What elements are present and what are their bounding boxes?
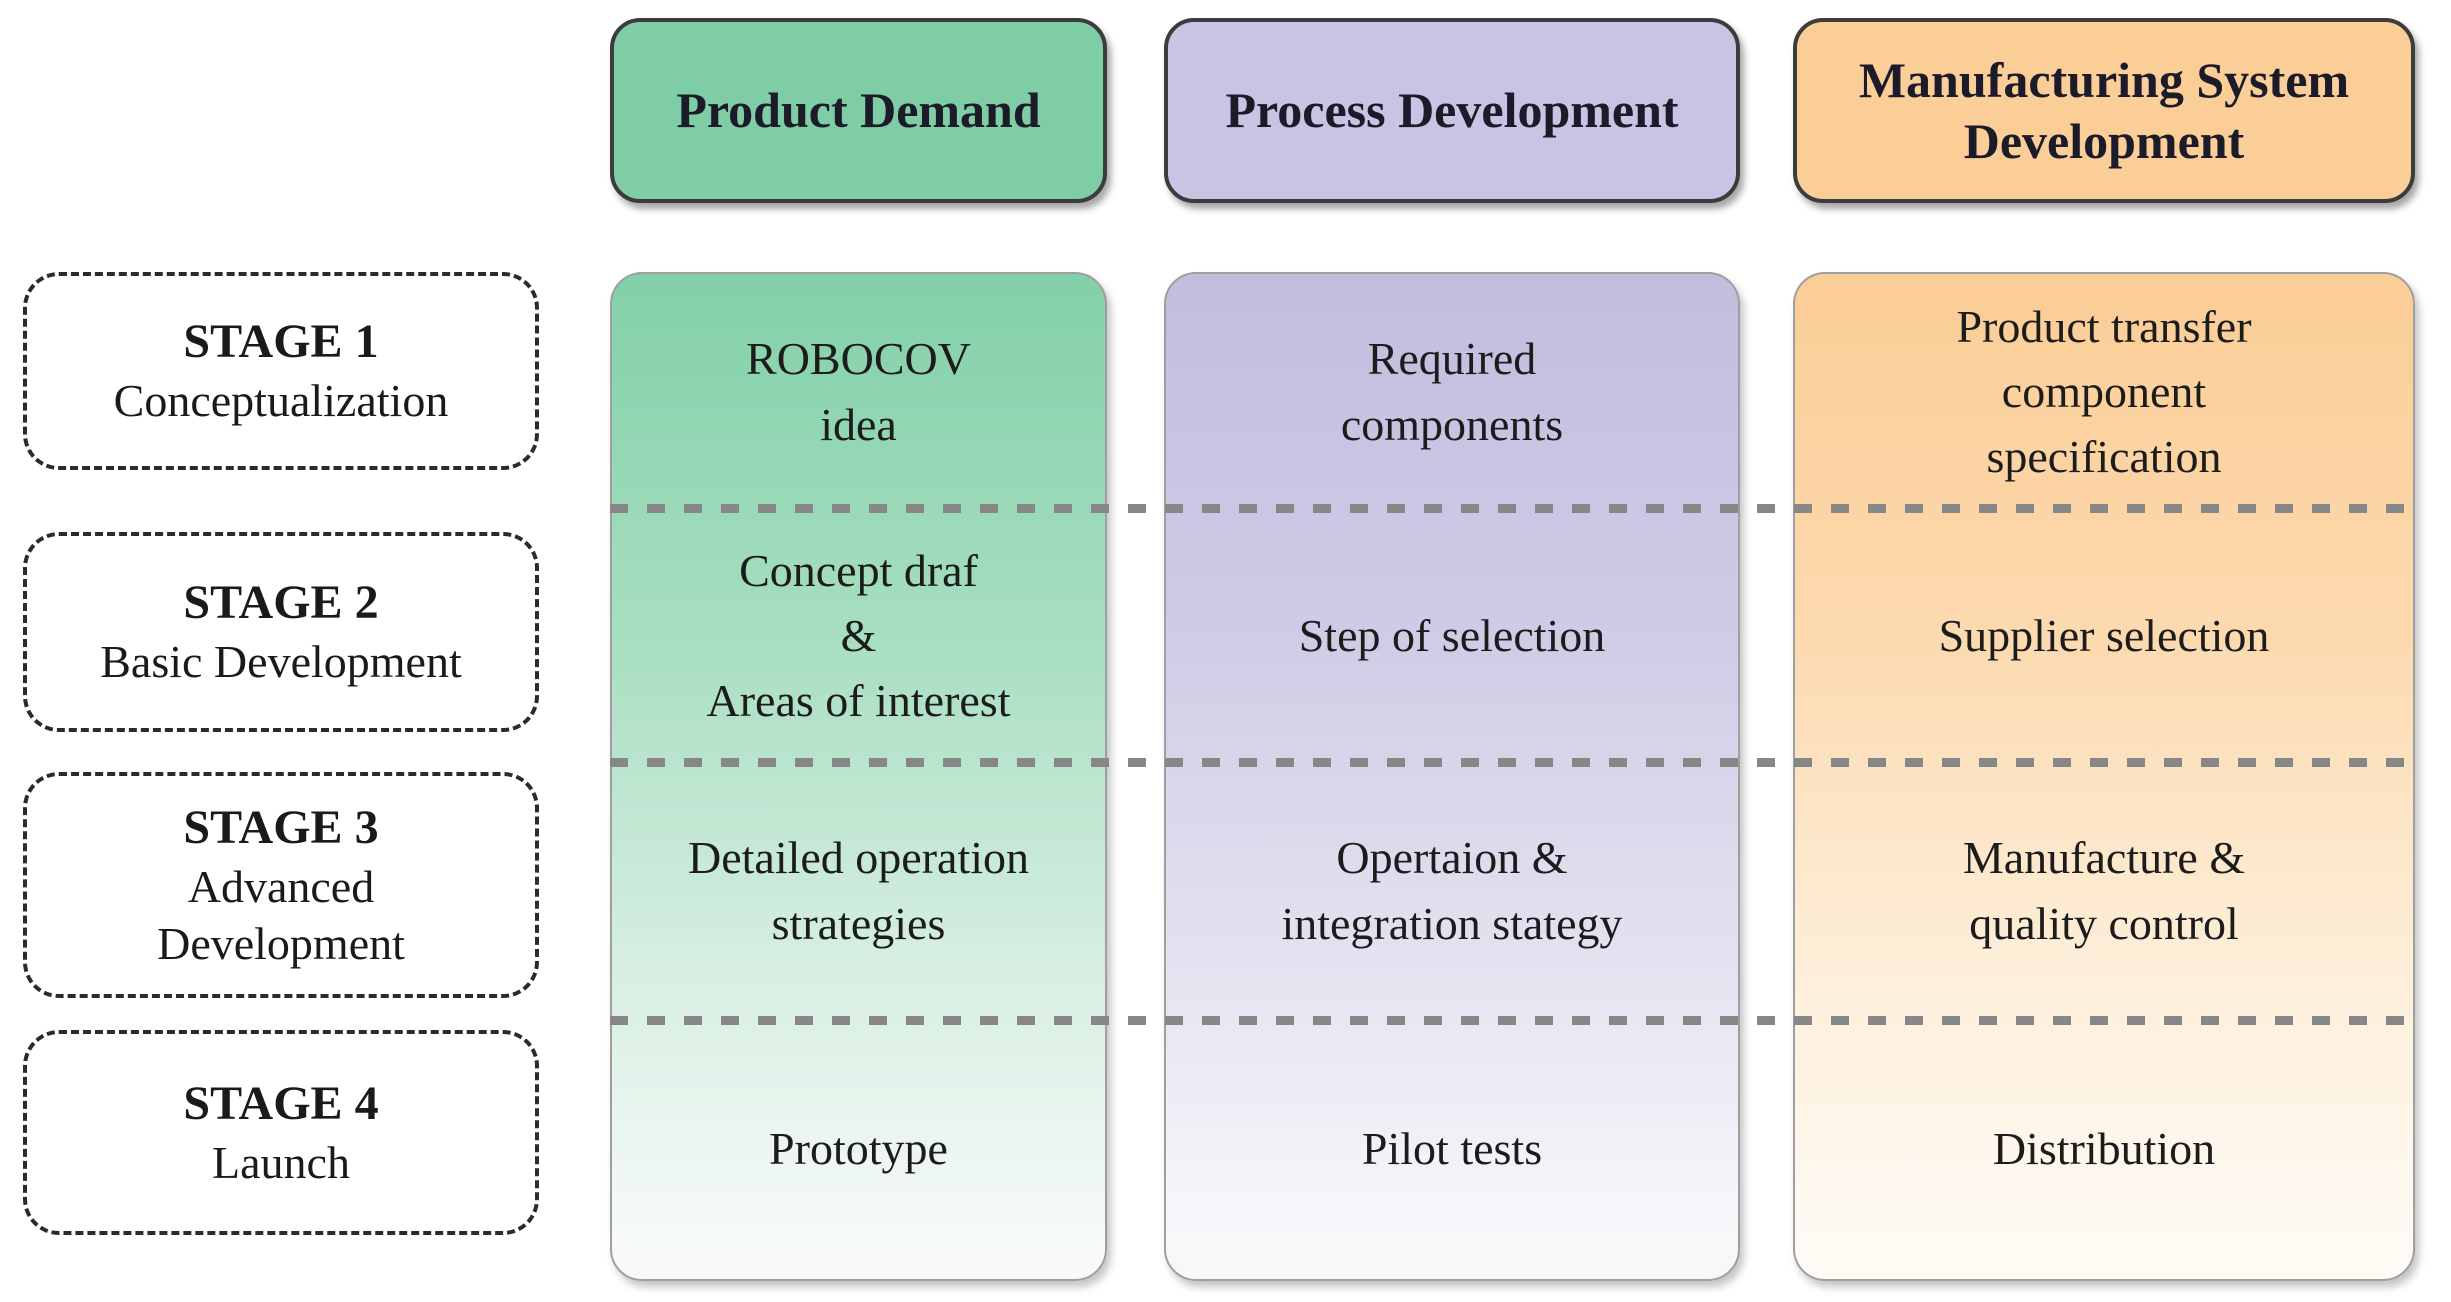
stage-separator-line-1 [610,504,2415,513]
column-product-demand: ROBOCOV idea Concept draf & Areas of int… [610,272,1107,1281]
column-header-manufacturing-system-development: Manufacturing System Development [1793,18,2415,203]
cell-product-demand-stage-1: ROBOCOV idea [746,333,971,450]
cell-product-demand-stage-3: Detailed operation strategies [687,832,1030,949]
column-header-product-demand: Product Demand [610,18,1107,203]
stage-box-2: STAGE 2 Basic Development [23,532,539,732]
cell-product-demand-stage-4: Prototype [769,1123,948,1175]
cell-product-demand-stage-2: Concept draf & Areas of interest [706,544,1011,727]
column-header-process-development: Process Development [1164,18,1740,203]
cell-process-development-stage-4: Pilot tests [1361,1123,1543,1175]
cell-process-development-stage-2: Step of selection [1298,609,1606,661]
cell-process-development-stage-3: Opertaion & integration stategy [1281,832,1623,949]
cell-process-development-stage-1: Required components [1340,333,1564,450]
stage-box-3: STAGE 3 Advanced Development [23,772,539,998]
stage-box-4: STAGE 4 Launch [23,1030,539,1235]
cell-manufacturing-stage-3: Manufacture & quality control [1962,832,2246,949]
stage-4-subtitle: Launch [212,1136,350,1188]
stage-1-subtitle: Conceptualization [113,375,449,427]
stage-3-title: STAGE 3 [183,800,379,854]
stage-2-title: STAGE 2 [183,576,379,630]
stage-separator-line-2 [610,758,2415,767]
column-process-development: Required components Step of selection Op… [1164,272,1740,1281]
stage-separator-line-3 [610,1016,2415,1025]
stage-3-subtitle: Advanced Development [157,860,405,970]
column-manufacturing-system-development: Product transfer component specification… [1793,272,2415,1281]
cell-manufacturing-stage-4: Distribution [1992,1123,2216,1175]
stage-box-1: STAGE 1 Conceptualization [23,272,539,470]
cell-manufacturing-stage-1: Product transfer component specification [1956,300,2252,483]
stage-1-title: STAGE 1 [183,315,379,369]
cell-manufacturing-stage-2: Supplier selection [1938,609,2270,661]
stage-2-subtitle: Basic Development [100,636,462,688]
stage-4-title: STAGE 4 [183,1076,379,1130]
